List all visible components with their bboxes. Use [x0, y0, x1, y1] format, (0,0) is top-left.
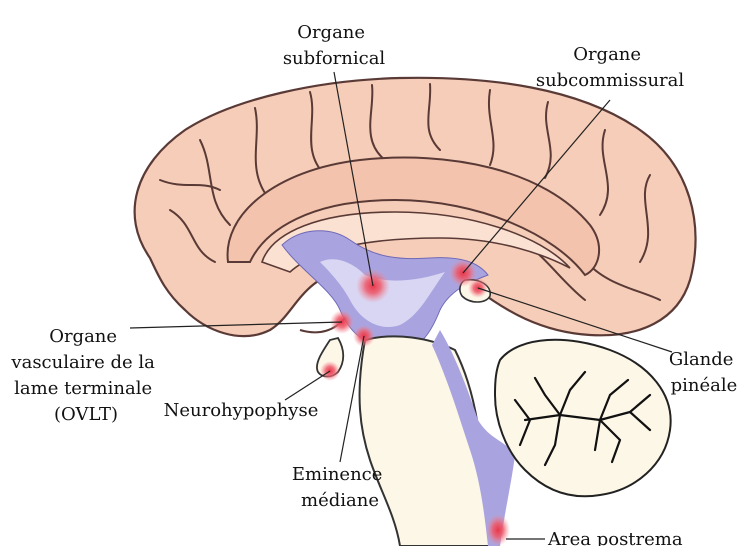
label-glande-pineale-line-1: Glande: [669, 349, 734, 370]
label-neurohypophyse: Neurohypophyse: [164, 400, 319, 421]
label-eminence-mediane: Eminence médiane: [292, 464, 388, 511]
label-area-postrema: Area postrema: [547, 529, 683, 546]
label-ovlt-line-4: (OVLT): [54, 404, 118, 425]
label-neurohypophyse-line-1: Neurohypophyse: [164, 400, 319, 421]
label-area-postrema-line-1: Area postrema: [547, 529, 683, 546]
label-subfornical-line-2: subfornical: [283, 48, 386, 69]
label-subcommissural: Organe subcommissural: [536, 44, 685, 91]
label-subfornical-line-1: Organe: [297, 22, 365, 43]
label-glande-pineale: Glande pinéale: [669, 349, 739, 396]
label-eminence-mediane-line-1: Eminence: [292, 464, 383, 485]
label-ovlt-line-3: lame terminale: [14, 378, 152, 399]
area-postrema-marker: [486, 514, 510, 546]
cerebellum: [495, 340, 671, 497]
label-subcommissural-line-1: Organe: [573, 44, 641, 65]
label-ovlt-line-1: Organe: [49, 326, 117, 347]
label-subcommissural-line-2: subcommissural: [536, 70, 685, 91]
label-subfornical: Organe subfornical: [283, 22, 386, 69]
label-ovlt-line-2: vasculaire de la: [10, 352, 155, 373]
label-eminence-mediane-line-2: médiane: [301, 490, 379, 511]
label-glande-pineale-line-2: pinéale: [671, 375, 738, 396]
label-ovlt: Organe vasculaire de la lame terminale (…: [10, 326, 160, 425]
